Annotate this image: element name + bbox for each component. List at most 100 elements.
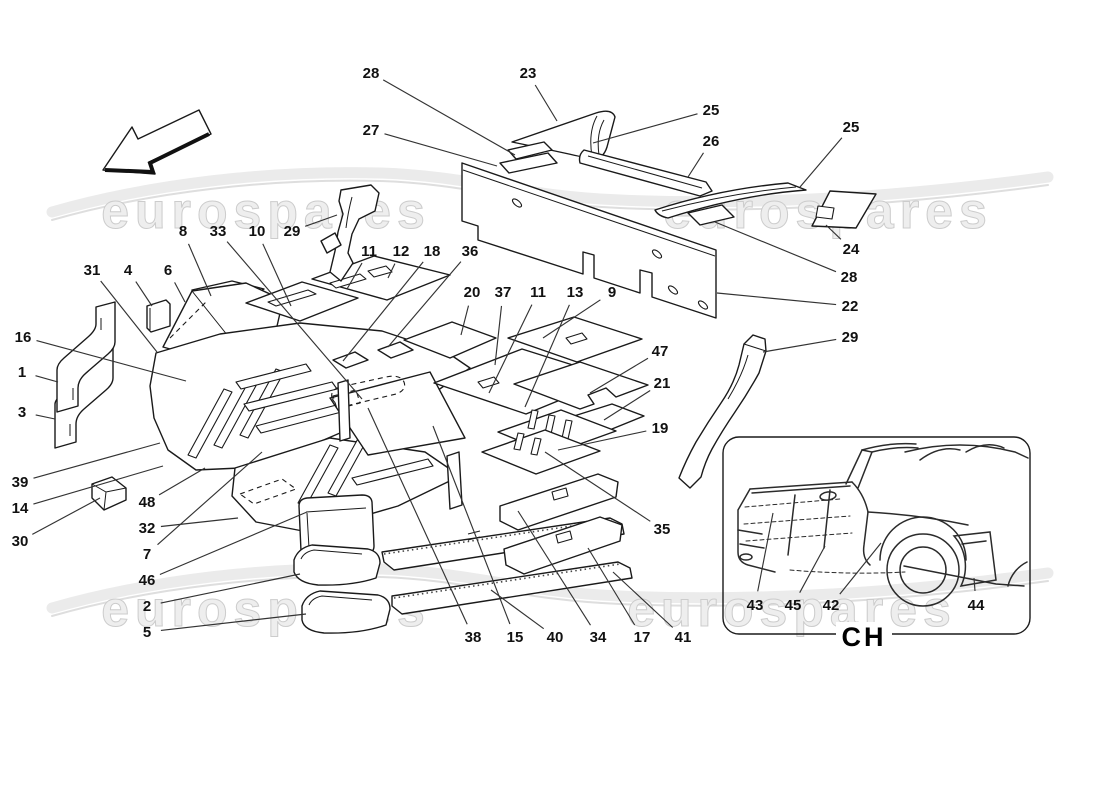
part-label-16: 16	[15, 329, 32, 346]
part-label-23: 23	[520, 65, 537, 82]
leader-line-47	[589, 357, 649, 394]
part-label-42: 42	[823, 597, 840, 614]
inset-region-code: CH	[842, 622, 887, 652]
part-label-32: 32	[139, 520, 156, 537]
part-label-7: 7	[143, 546, 151, 563]
leader-line-27	[384, 133, 498, 167]
part-label-10: 10	[249, 223, 266, 240]
leader-lines-layer	[32, 79, 976, 631]
part-label-36: 36	[462, 243, 479, 260]
mat-47	[513, 361, 649, 410]
leader-line-34	[517, 510, 591, 626]
shelf-mat-11-12-hole	[367, 265, 393, 278]
part-label-25: 25	[703, 102, 720, 119]
leader-line-29	[305, 214, 338, 227]
leader-line-46	[159, 511, 308, 576]
part-label-2: 2	[143, 598, 151, 615]
mat-35	[481, 429, 601, 475]
leader-line-36	[387, 261, 462, 348]
panel-24-hole	[815, 205, 835, 220]
part-label-39: 39	[12, 474, 29, 491]
pillar-insulation-29-right	[678, 334, 767, 489]
part-label-33: 33	[210, 223, 227, 240]
leader-line-6	[174, 282, 186, 303]
panel-4	[146, 299, 171, 333]
sill-panel-41	[503, 516, 623, 575]
leader-line-3	[35, 414, 56, 420]
part-label-38: 38	[465, 629, 482, 646]
pad-27	[499, 152, 558, 174]
dashed-rect-33	[332, 389, 361, 410]
part-label-35: 35	[654, 521, 671, 538]
sill-bar-lower	[391, 561, 633, 615]
part-label-28: 28	[841, 269, 858, 286]
inset-title-backing	[836, 622, 892, 650]
dashed-pad-33	[331, 375, 406, 407]
leader-line-45	[799, 545, 826, 593]
pillar-insulation-29-left	[320, 184, 380, 282]
leader-line-8	[187, 243, 212, 297]
part-label-4: 4	[124, 262, 133, 279]
part-label-6: 6	[164, 262, 172, 279]
part-label-8: 8	[179, 223, 187, 240]
part-label-9: 9	[608, 284, 616, 301]
vertical-strip-a	[337, 379, 351, 442]
part-label-3: 3	[18, 404, 26, 421]
mat-20	[403, 321, 497, 359]
part-label-31: 31	[84, 262, 101, 279]
leader-line-11	[346, 262, 363, 290]
part-label-5: 5	[143, 624, 151, 641]
strip-25-right	[654, 182, 807, 219]
mat-9	[507, 316, 643, 363]
part-label-11: 11	[361, 243, 377, 260]
part-label-22: 22	[842, 298, 859, 315]
leader-line-20	[460, 305, 470, 336]
leader-line-44	[973, 577, 976, 592]
leader-line-28	[714, 221, 837, 273]
part-label-47: 47	[652, 343, 669, 360]
leader-line-25	[799, 137, 843, 188]
strip-26	[578, 149, 713, 197]
leader-line-25	[592, 113, 698, 144]
leader-line-43	[757, 512, 774, 592]
vehicle-inset: CH	[722, 436, 1031, 652]
leader-line-13	[524, 304, 570, 408]
leader-line-19	[557, 430, 647, 451]
leader-line-48	[158, 467, 206, 496]
part-label-13: 13	[567, 284, 584, 301]
part-label-44: 44	[968, 597, 985, 614]
part-label-15: 15	[507, 629, 524, 646]
leader-line-9	[542, 299, 601, 339]
leader-line-17	[587, 547, 636, 626]
leader-line-42	[839, 542, 882, 595]
leader-line-38	[367, 407, 468, 625]
leader-line-24	[825, 224, 842, 240]
strip-26-line	[587, 155, 703, 189]
leader-line-23	[534, 84, 558, 122]
strip-25-line	[661, 186, 797, 212]
leader-line-37	[494, 305, 503, 366]
part-label-18: 18	[424, 243, 441, 260]
part-label-48: 48	[139, 494, 156, 511]
leader-line-10	[262, 243, 292, 307]
shelf-mat-10-slot	[267, 289, 317, 307]
part-label-12: 12	[393, 243, 410, 260]
leader-line-28	[382, 79, 516, 156]
part-label-19: 19	[652, 420, 669, 437]
bulkhead-panel-22	[461, 162, 717, 319]
part-label-46: 46	[139, 572, 156, 589]
tunnel-mat-38	[329, 371, 466, 456]
leader-line-14	[33, 465, 164, 505]
part-label-26: 26	[703, 133, 720, 150]
leader-line-31	[100, 280, 158, 353]
leader-line-30	[32, 497, 101, 535]
part-label-34: 34	[590, 629, 607, 646]
sill-panel-17	[499, 473, 619, 531]
car-illustration	[737, 442, 1029, 607]
leader-line-29	[762, 338, 837, 353]
part-label-1: 1	[18, 364, 26, 381]
leader-line-40	[490, 589, 545, 630]
part-label-43: 43	[747, 597, 764, 614]
leader-line-2	[160, 573, 301, 604]
